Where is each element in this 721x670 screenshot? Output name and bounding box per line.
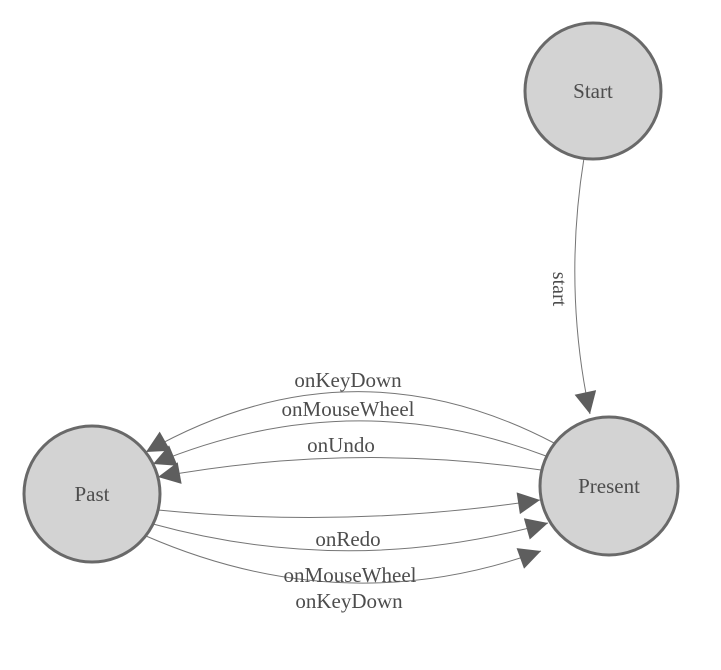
edge-label-past-to-present-onredo: onRedo xyxy=(315,527,380,551)
edge-label-present-to-past-onundo: onUndo xyxy=(307,433,375,457)
edge-label-past-to-present-onkeydown: onKeyDown xyxy=(295,589,403,613)
edge-label-start-to-present: start xyxy=(548,272,570,307)
edge-present-to-past-onmousewheel xyxy=(152,420,547,466)
edge-past-to-present-onmousewheel xyxy=(152,518,549,552)
edge-labels-layer: startonKeyDownonMouseWheelonUndoonRedoon… xyxy=(282,272,570,613)
edge-label-present-to-past-onmousewheel: onMouseWheel xyxy=(282,397,415,421)
edges-layer xyxy=(145,157,597,584)
edge-present-to-past-onkeydown xyxy=(145,391,555,453)
edge-label-present-to-past-onkeydown: onKeyDown xyxy=(294,368,402,392)
edge-start-to-present xyxy=(574,157,597,415)
edge-past-to-present-onkeydown xyxy=(145,535,542,584)
node-start[interactable] xyxy=(523,21,663,161)
edge-present-to-past-onundo xyxy=(157,457,542,484)
edge-label-past-to-present-onmousewheel: onMouseWheel xyxy=(284,563,417,587)
edge-past-to-present-onredo xyxy=(157,492,541,519)
node-present[interactable] xyxy=(538,415,680,557)
node-past[interactable] xyxy=(22,424,162,564)
